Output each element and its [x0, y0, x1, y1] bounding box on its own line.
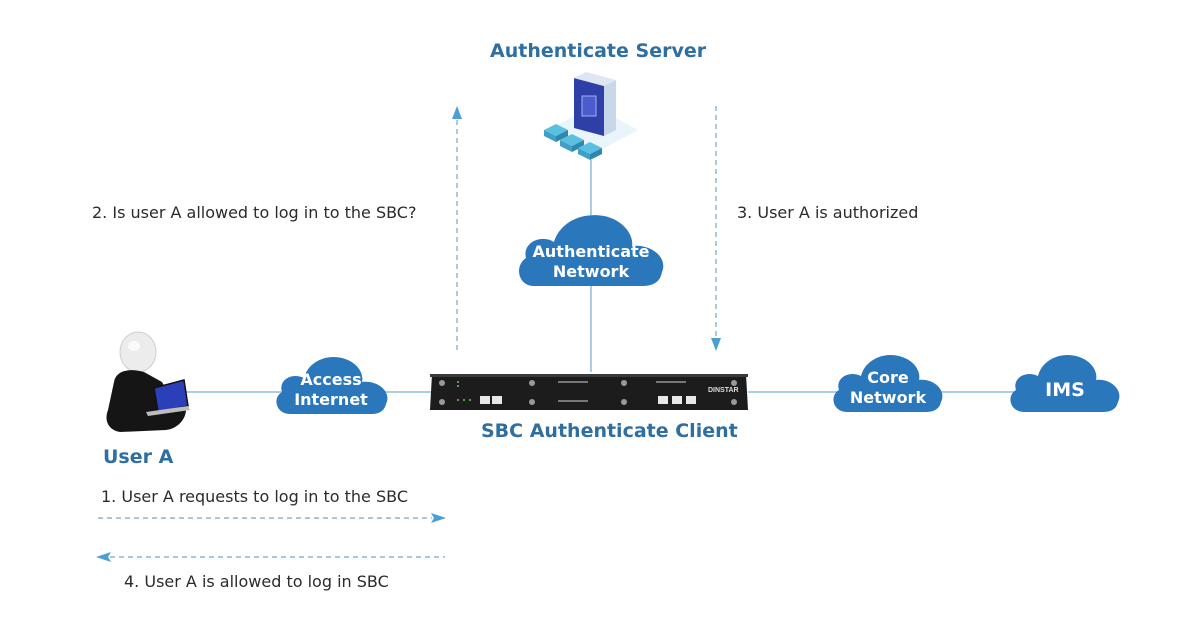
auth-network-label-line1: Authenticate [532, 242, 650, 261]
core-network-cloud[interactable]: Core Network [829, 350, 947, 416]
sbc-label: SBC Authenticate Client [481, 420, 738, 442]
step2-text: 2. Is user A allowed to log in to the SB… [92, 203, 417, 222]
access-internet-cloud[interactable]: Access Internet [272, 350, 392, 418]
cloud-shape-core-network [833, 354, 943, 412]
auth-network-cloud[interactable]: Authenticate Network [512, 204, 670, 290]
server-icon[interactable] [538, 68, 648, 163]
auth-server-label: Authenticate Server [490, 40, 707, 62]
auth-network-label-line2: Network [552, 262, 630, 281]
access-internet-label-line1: Access [300, 370, 362, 389]
core-network-label-line2: Network [849, 388, 927, 407]
access-internet-label-line2: Internet [294, 390, 368, 409]
step2-arrowhead [452, 106, 462, 119]
step1-arrowhead [431, 513, 446, 523]
step4-text: 4. User A is allowed to log in SBC [124, 572, 389, 591]
step3-arrowhead [711, 338, 721, 351]
core-network-label-line1: Core [867, 368, 909, 387]
cloud-shape-ims [1010, 354, 1120, 412]
step3-text: 3. User A is authorized [737, 203, 919, 222]
cloud-shape-auth-network [519, 215, 664, 286]
step4-arrowhead [96, 552, 111, 562]
ims-label: IMS [1045, 379, 1085, 401]
ims-cloud[interactable]: IMS [1006, 350, 1124, 416]
sbc-device-icon[interactable]: DINSTAR [428, 370, 750, 414]
cloud-shape-access-internet [276, 356, 388, 414]
user-a-label: User A [103, 446, 174, 468]
step1-text: 1. User A requests to log in to the SBC [101, 487, 408, 506]
sbc-brand: DINSTAR [708, 387, 739, 394]
user-icon[interactable] [100, 330, 192, 436]
